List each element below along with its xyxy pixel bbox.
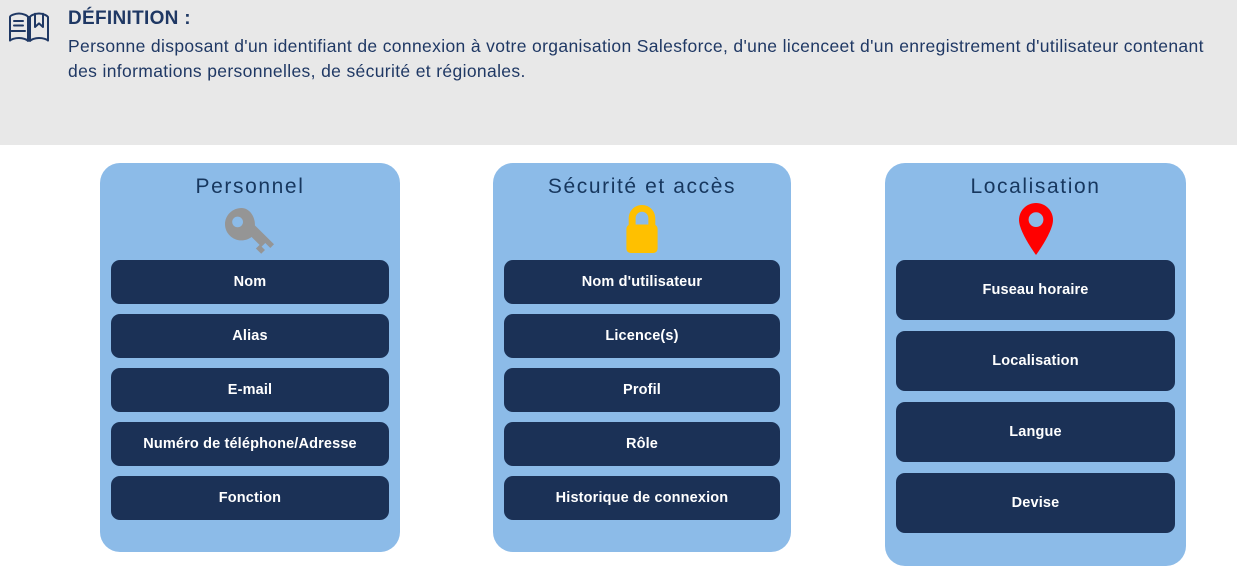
pill-item[interactable]: Devise: [896, 473, 1175, 533]
definition-text-block: DÉFINITION : Personne disposant d'un ide…: [68, 7, 1227, 84]
pill-item[interactable]: Rôle: [504, 422, 780, 466]
open-book-icon: [8, 10, 50, 46]
card-localisation: Localisation Fuseau horaire Localisation…: [885, 163, 1186, 566]
pill-item[interactable]: Licence(s): [504, 314, 780, 358]
definition-banner: DÉFINITION : Personne disposant d'un ide…: [0, 0, 1237, 145]
pill-item[interactable]: Langue: [896, 402, 1175, 462]
pill-item[interactable]: Historique de connexion: [504, 476, 780, 520]
pill-item[interactable]: Nom d'utilisateur: [504, 260, 780, 304]
pill-list-securite: Nom d'utilisateur Licence(s) Profil Rôle…: [493, 260, 791, 552]
card-title-securite: Sécurité et accès: [547, 175, 737, 198]
definition-body: Personne disposant d'un identifiant de c…: [68, 36, 1204, 81]
pill-item[interactable]: Profil: [504, 368, 780, 412]
card-title-personnel: Personnel: [195, 175, 305, 198]
definition-title: DÉFINITION :: [68, 8, 191, 29]
card-personnel: Personnel Nom Alias E-mail Numéro de tél…: [100, 163, 400, 552]
card-title-localisation: Localisation: [970, 175, 1101, 198]
pill-item[interactable]: Nom: [111, 260, 389, 304]
pill-list-personnel: Nom Alias E-mail Numéro de téléphone/Adr…: [100, 260, 400, 552]
pill-item[interactable]: E-mail: [111, 368, 389, 412]
padlock-icon: [619, 198, 665, 260]
pill-item[interactable]: Fonction: [111, 476, 389, 520]
map-pin-icon: [1015, 198, 1057, 260]
pill-item[interactable]: Localisation: [896, 331, 1175, 391]
pill-item[interactable]: Alias: [111, 314, 389, 358]
key-icon: [221, 198, 279, 260]
card-securite-et-acces: Sécurité et accès Nom d'utilisateur Lice…: [493, 163, 791, 552]
cards-area: Personnel Nom Alias E-mail Numéro de tél…: [0, 145, 1237, 566]
pill-item[interactable]: Numéro de téléphone/Adresse: [111, 422, 389, 466]
pill-item[interactable]: Fuseau horaire: [896, 260, 1175, 320]
pill-list-localisation: Fuseau horaire Localisation Langue Devis…: [885, 260, 1186, 566]
